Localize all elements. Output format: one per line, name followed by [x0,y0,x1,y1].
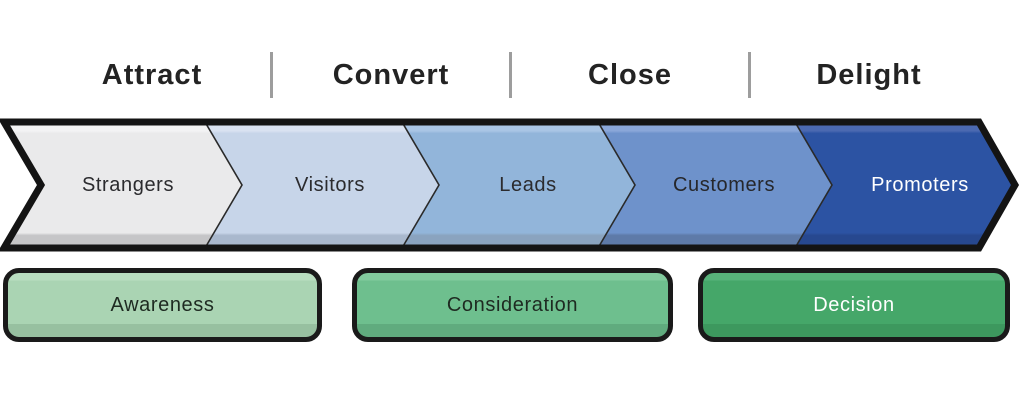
funnel-segment-visitors [205,122,439,248]
funnel-segment-customers [598,122,832,248]
funnel-outline [0,118,1020,252]
stage-divider [509,52,512,98]
phase-box-awareness: Awareness [3,268,322,342]
stage-divider [270,52,273,98]
funnel-segment-label-promoters: Promoters [871,174,969,196]
segment-separator [204,121,243,249]
funnel-segment-promoters [795,122,1015,248]
lifecycle-actions-row: Attract Convert Close Delight [34,50,987,100]
phase-box-decision: Decision [698,268,1010,342]
funnel-segment-leads [402,122,635,248]
phase-label: Decision [813,293,895,316]
segment-separator [794,121,833,249]
funnel-segment-label-visitors: Visitors [294,174,365,196]
phase-label: Awareness [110,293,215,316]
stage-label-convert: Convert [332,58,450,91]
stage-divider [748,52,751,98]
phase-label: Consideration [446,293,579,316]
phase-box-consideration: Consideration [352,268,673,342]
stage-label-close: Close [588,58,672,91]
funnel-segment-strangers [4,122,242,248]
funnel-segment-label-customers: Customers [672,174,776,196]
segment-separator [597,121,636,249]
stage-label-attract: Attract [101,58,203,91]
funnel-segment-label-strangers: Strangers [81,174,175,196]
stage-label-delight: Delight [816,58,922,91]
segment-separator [401,121,440,249]
funnel-segment-label-leads: Leads [499,174,557,196]
